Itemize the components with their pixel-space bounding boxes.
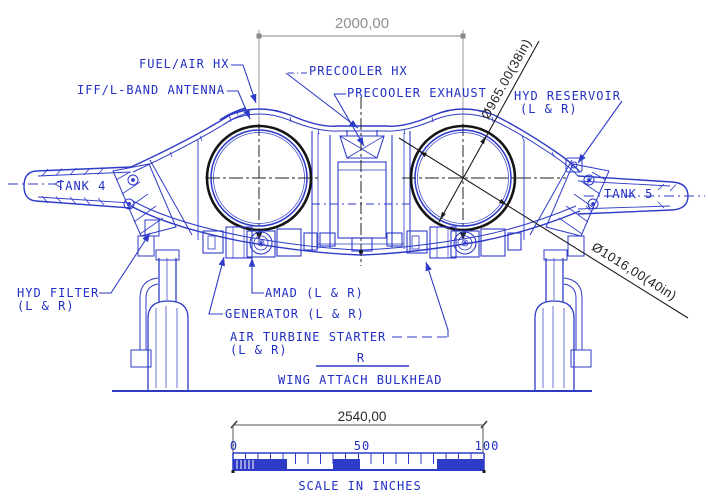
label-tank4: TANK 4 xyxy=(57,179,106,193)
label-air-turbine-starter-lr: (L & R) xyxy=(230,343,288,357)
label-amad: AMAD (L & R) xyxy=(265,286,364,300)
label-generator: GENERATOR (L & R) xyxy=(225,307,365,321)
engine-accessories-right xyxy=(406,226,522,259)
dim-overall-width-text: 2540,00 xyxy=(338,409,387,424)
scale-tick-0: 0 xyxy=(230,439,238,453)
left-attach-plate xyxy=(112,159,193,237)
label-hyd-reservoir: HYD RESERVOIR xyxy=(514,89,621,103)
left-main-gear xyxy=(130,249,189,390)
left-wheel xyxy=(147,300,189,390)
engine-accessories-left xyxy=(202,226,318,259)
right-wheel xyxy=(534,300,575,390)
label-hyd-filter: HYD FILTER xyxy=(17,286,99,300)
label-wing-attach-bulkhead: WING ATTACH BULKHEAD xyxy=(278,373,443,387)
label-hyd-reservoir-lr: (L & R) xyxy=(520,102,578,116)
label-datum-r: R xyxy=(357,351,365,365)
callout-leaders xyxy=(99,64,623,367)
dimension-duct-spacing: 2000,00 xyxy=(255,15,467,240)
right-attach-plate xyxy=(529,159,610,237)
scale-tick-100: 100 xyxy=(475,439,500,453)
scale-bar: 2540,00 0 50 100 SCALE IN INCHES xyxy=(230,409,500,493)
label-tank5: TANK 5 xyxy=(604,187,653,201)
right-main-gear xyxy=(534,249,592,390)
precooler-bay xyxy=(311,130,411,252)
precooler-hx-component xyxy=(339,130,385,159)
label-fuel-air-hx: FUEL/AIR HX xyxy=(139,57,229,71)
precooler-exhaust-duct xyxy=(337,161,387,239)
wing-stub-tank4 xyxy=(23,166,132,209)
dim-outer-diameter-text: Ø1016,00(40in) xyxy=(589,239,680,303)
dim-duct-spacing-text: 2000,00 xyxy=(335,15,389,32)
diameter-dimensions: Ø965.00(38in) Ø1016,00(40in) xyxy=(398,36,689,319)
callout-labels: FUEL/AIR HX IFF/L-BAND ANTENNA PRECOOLER… xyxy=(17,57,653,387)
hyd-filter-component xyxy=(144,219,160,237)
scale-ruler xyxy=(232,452,485,471)
label-precooler-exhaust: PRECOOLER EXHAUST xyxy=(347,86,487,100)
fuselage-structure xyxy=(8,107,705,257)
label-iff-antenna: IFF/L-BAND ANTENNA xyxy=(77,83,225,97)
label-air-turbine-starter: AIR TURBINE STARTER xyxy=(230,330,386,344)
hyd-reservoir-component xyxy=(565,157,583,173)
landing-gear xyxy=(112,249,592,392)
label-precooler-hx: PRECOOLER HX xyxy=(309,64,408,78)
scale-caption: SCALE IN INCHES xyxy=(298,479,421,493)
label-hyd-filter-lr: (L & R) xyxy=(17,299,75,313)
scale-tick-50: 50 xyxy=(354,439,370,453)
engine-ducts xyxy=(205,97,566,266)
